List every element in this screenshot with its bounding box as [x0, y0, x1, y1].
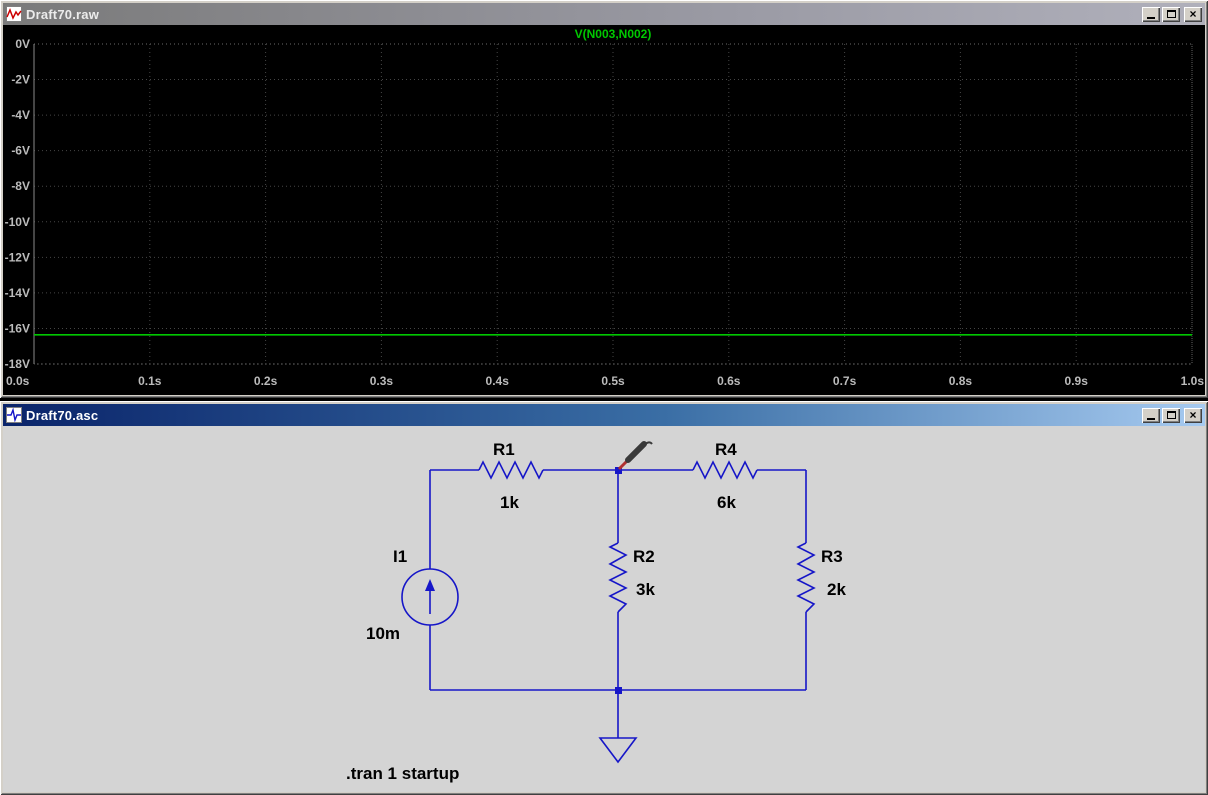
- y-tick-label: -14V: [5, 286, 30, 300]
- x-tick-label: 0.3s: [370, 374, 394, 388]
- spice-directive[interactable]: .tran 1 startup: [346, 764, 459, 783]
- schematic-window-controls: ×: [1142, 407, 1202, 423]
- close-icon: ×: [1189, 408, 1197, 422]
- x-tick-label: 0.0s: [6, 374, 30, 388]
- maximize-icon: [1166, 10, 1176, 18]
- maximize-button[interactable]: [1162, 6, 1180, 22]
- waveform-window-title: Draft70.raw: [26, 6, 100, 22]
- y-tick-label: -10V: [5, 215, 30, 229]
- schematic-window: Draft70.asc ×: [0, 401, 1208, 795]
- x-tick-label: 0.8s: [949, 374, 973, 388]
- node-junction: [615, 467, 622, 474]
- probe-body: [625, 441, 647, 463]
- y-tick-label: -4V: [11, 108, 30, 122]
- current-source-circle: [401, 568, 459, 626]
- component-value-R4[interactable]: 6k: [717, 493, 736, 512]
- current-source-I1-symbol[interactable]: [401, 568, 459, 626]
- resistor-R2-symbol[interactable]: [608, 542, 628, 613]
- component-ref-R2[interactable]: R2: [633, 547, 655, 566]
- wires[interactable]: [429, 469, 807, 738]
- component-ref-R4[interactable]: R4: [715, 440, 737, 459]
- component-value-I1[interactable]: 10m: [366, 624, 400, 643]
- y-tick-label: -6V: [11, 144, 30, 158]
- minimize-icon: [1147, 16, 1155, 19]
- icon-schematic-glyph: [7, 407, 21, 423]
- close-button[interactable]: ×: [1184, 6, 1202, 22]
- x-tick-label: 0.4s: [486, 374, 510, 388]
- node-junction: [615, 687, 622, 694]
- y-tick-label: -18V: [5, 357, 30, 371]
- trace-legend-label[interactable]: V(N003,N002): [575, 27, 652, 41]
- component-value-R3[interactable]: 2k: [827, 580, 846, 599]
- resistor-R1-symbol[interactable]: [478, 460, 544, 480]
- schematic-editor-area[interactable]: R1 1k R4 6k R2 3k R3 2k I1 10m .tran 1 s…: [3, 426, 1205, 792]
- voltage-probe-cursor-icon: [617, 441, 653, 471]
- minimize-button[interactable]: [1142, 407, 1160, 423]
- schematic-window-icon[interactable]: [6, 407, 22, 423]
- waveform-window: Draft70.raw × 0V -2V -4V -6V -8V -10V -12V -14V…: [0, 0, 1208, 398]
- component-ref-R3[interactable]: R3: [821, 547, 843, 566]
- x-tick-label: 1.0s: [1181, 374, 1205, 388]
- icon-waveform-glyph: [6, 7, 22, 20]
- y-tick-label: -2V: [11, 73, 30, 87]
- minimize-button[interactable]: [1142, 6, 1160, 22]
- resistor-R4-symbol[interactable]: [692, 460, 758, 480]
- component-ref-R1[interactable]: R1: [493, 440, 515, 459]
- current-arrow-head: [425, 579, 435, 591]
- close-icon: ×: [1189, 7, 1197, 21]
- probe-cable: [642, 441, 653, 447]
- y-tick-label: -8V: [11, 179, 30, 193]
- close-button[interactable]: ×: [1184, 407, 1202, 423]
- component-ref-I1[interactable]: I1: [393, 547, 407, 566]
- resistor-R3-symbol[interactable]: [796, 542, 816, 613]
- y-tick-label: -12V: [5, 250, 30, 264]
- schematic-canvas[interactable]: R1 1k R4 6k R2 3k R3 2k I1 10m .tran 1 s…: [3, 426, 1205, 792]
- component-value-R2[interactable]: 3k: [636, 580, 655, 599]
- x-tick-label: 0.5s: [601, 374, 625, 388]
- x-tick-label: 0.7s: [833, 374, 857, 388]
- x-tick-label: 0.1s: [138, 374, 162, 388]
- x-tick-label: 0.9s: [1065, 374, 1089, 388]
- x-tick-label: 0.2s: [254, 374, 278, 388]
- ground-symbol[interactable]: [598, 737, 638, 764]
- maximize-button[interactable]: [1162, 407, 1180, 423]
- schematic-window-title: Draft70.asc: [26, 407, 99, 423]
- waveform-window-icon[interactable]: [6, 6, 22, 22]
- waveform-plot-area[interactable]: 0V -2V -4V -6V -8V -10V -12V -14V -16V -18V 0.0s 0.…: [3, 25, 1205, 395]
- waveform-titlebar[interactable]: Draft70.raw ×: [3, 3, 1205, 25]
- minimize-icon: [1147, 417, 1155, 420]
- waveform-plot-canvas[interactable]: 0V -2V -4V -6V -8V -10V -12V -14V -16V -18V 0.0s 0.…: [3, 25, 1205, 395]
- y-tick-label: -16V: [5, 321, 30, 335]
- x-tick-label: 0.6s: [717, 374, 741, 388]
- waveform-window-controls: ×: [1142, 6, 1202, 22]
- y-tick-label: 0V: [15, 37, 30, 51]
- schematic-titlebar[interactable]: Draft70.asc ×: [3, 404, 1205, 426]
- maximize-icon: [1166, 411, 1176, 419]
- component-value-R1[interactable]: 1k: [500, 493, 519, 512]
